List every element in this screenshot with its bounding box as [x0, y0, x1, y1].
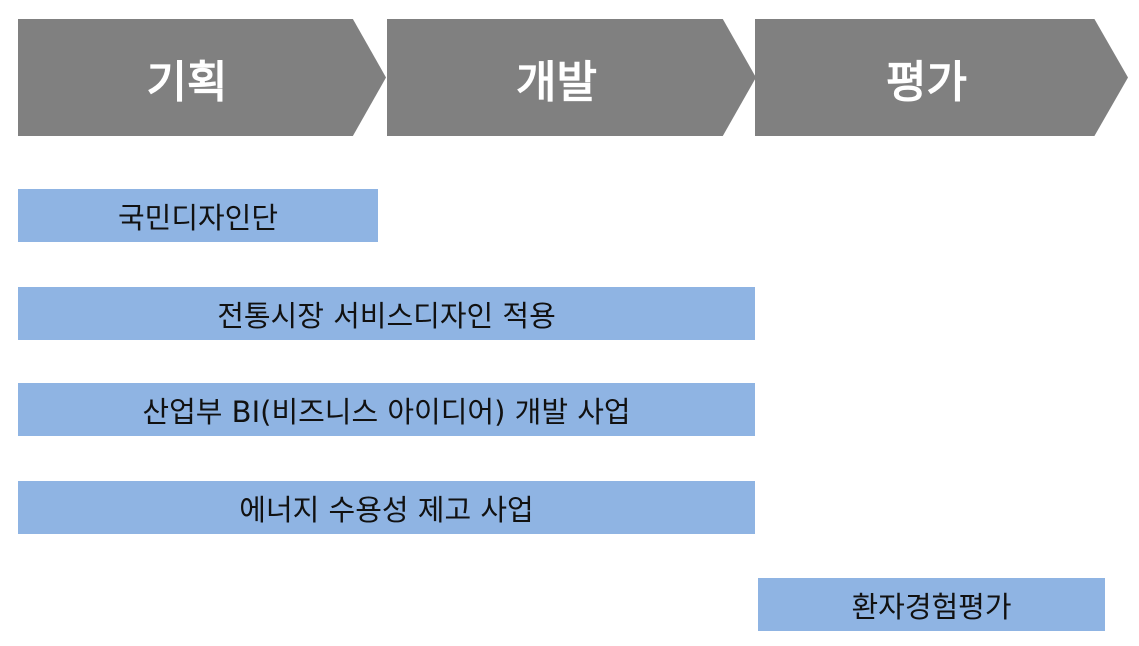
activity-bar: 에너지 수용성 제고 사업: [18, 481, 755, 534]
stage-evaluation: 평가: [755, 19, 1128, 136]
activity-label: 국민디자인단: [117, 200, 279, 235]
stage-label: 평가: [886, 56, 967, 108]
stage-label: 기획: [146, 56, 228, 108]
activity-label: 산업부 BI(비즈니스 아이디어) 개발 사업: [142, 394, 631, 429]
activity-label: 환자경험평가: [851, 589, 1012, 624]
stage-label: 개발: [516, 56, 597, 108]
stage-development: 개발: [387, 19, 756, 136]
activity-bar: 국민디자인단: [18, 189, 378, 242]
stage-planning: 기획: [18, 19, 386, 136]
activity-label: 전통시장 서비스디자인 적용: [217, 298, 556, 333]
activity-bar: 전통시장 서비스디자인 적용: [18, 287, 755, 340]
activity-bar: 환자경험평가: [758, 578, 1105, 631]
activity-bar: 산업부 BI(비즈니스 아이디어) 개발 사업: [18, 383, 755, 436]
activity-label: 에너지 수용성 제고 사업: [239, 492, 534, 527]
